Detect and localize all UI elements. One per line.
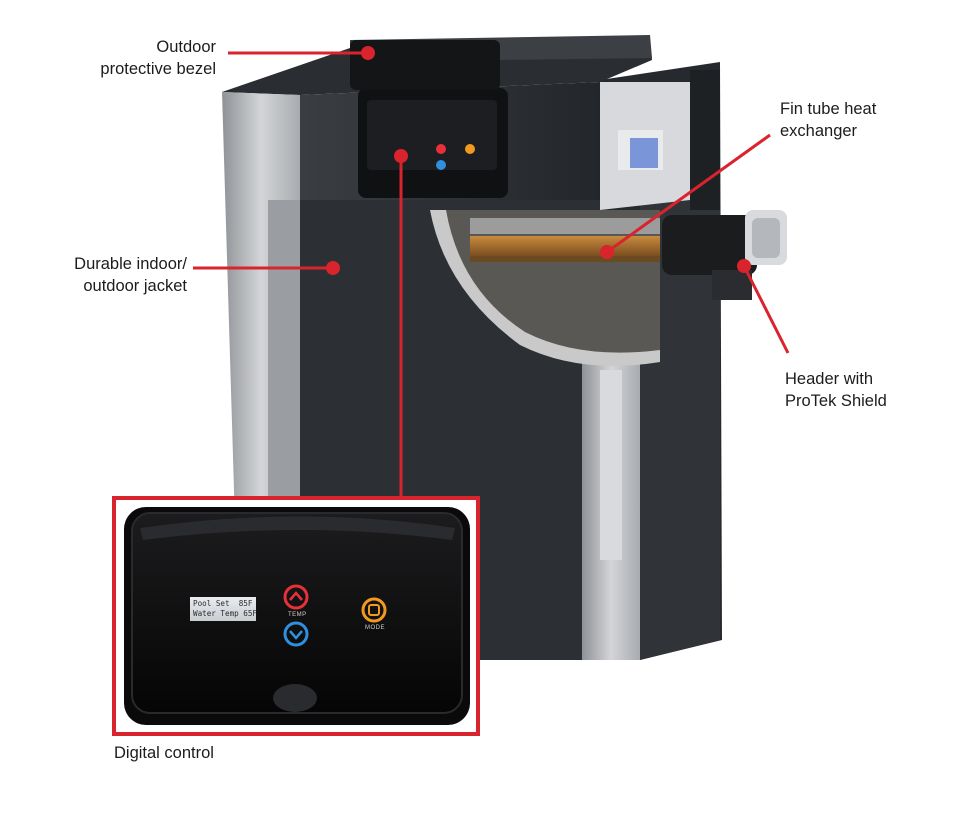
lcd-display: Pool Set 85F Water Temp 65F (190, 597, 258, 621)
callout-dot-jacket (326, 261, 340, 275)
temp-up-button (283, 584, 309, 610)
mode-label: MODE (365, 625, 385, 631)
control-bezel-small (350, 40, 508, 198)
callout-label-jacket: Durable indoor/ outdoor jacket (74, 255, 187, 295)
temp-down-button (283, 621, 309, 647)
digital-control-inset (112, 496, 480, 736)
callout-label-header: Header with ProTek Shield (785, 370, 887, 410)
callout-dot-header (737, 259, 751, 273)
header-assembly (662, 210, 787, 300)
callout-dot-bezel (361, 46, 375, 60)
callout-dots (326, 46, 751, 275)
interior-blower-box (600, 70, 720, 210)
callout-label-digital-control: Digital control (114, 744, 214, 762)
jacket-silver-frame-right (582, 360, 640, 660)
callout-dot-control (394, 149, 408, 163)
lcd-line-1: Pool Set 85F (193, 599, 253, 608)
temp-label: TEMP (288, 612, 307, 618)
callout-label-fin-tube: Fin tube heat exchanger (780, 100, 877, 140)
inset-panel-knob (273, 684, 317, 712)
lcd-line-2: Water Temp 65F (193, 609, 258, 618)
callout-lines (193, 51, 790, 498)
mode-button (361, 597, 387, 623)
callout-label-bezel: Outdoor protective bezel (100, 38, 216, 78)
callout-dot-fin-tube (600, 245, 614, 259)
